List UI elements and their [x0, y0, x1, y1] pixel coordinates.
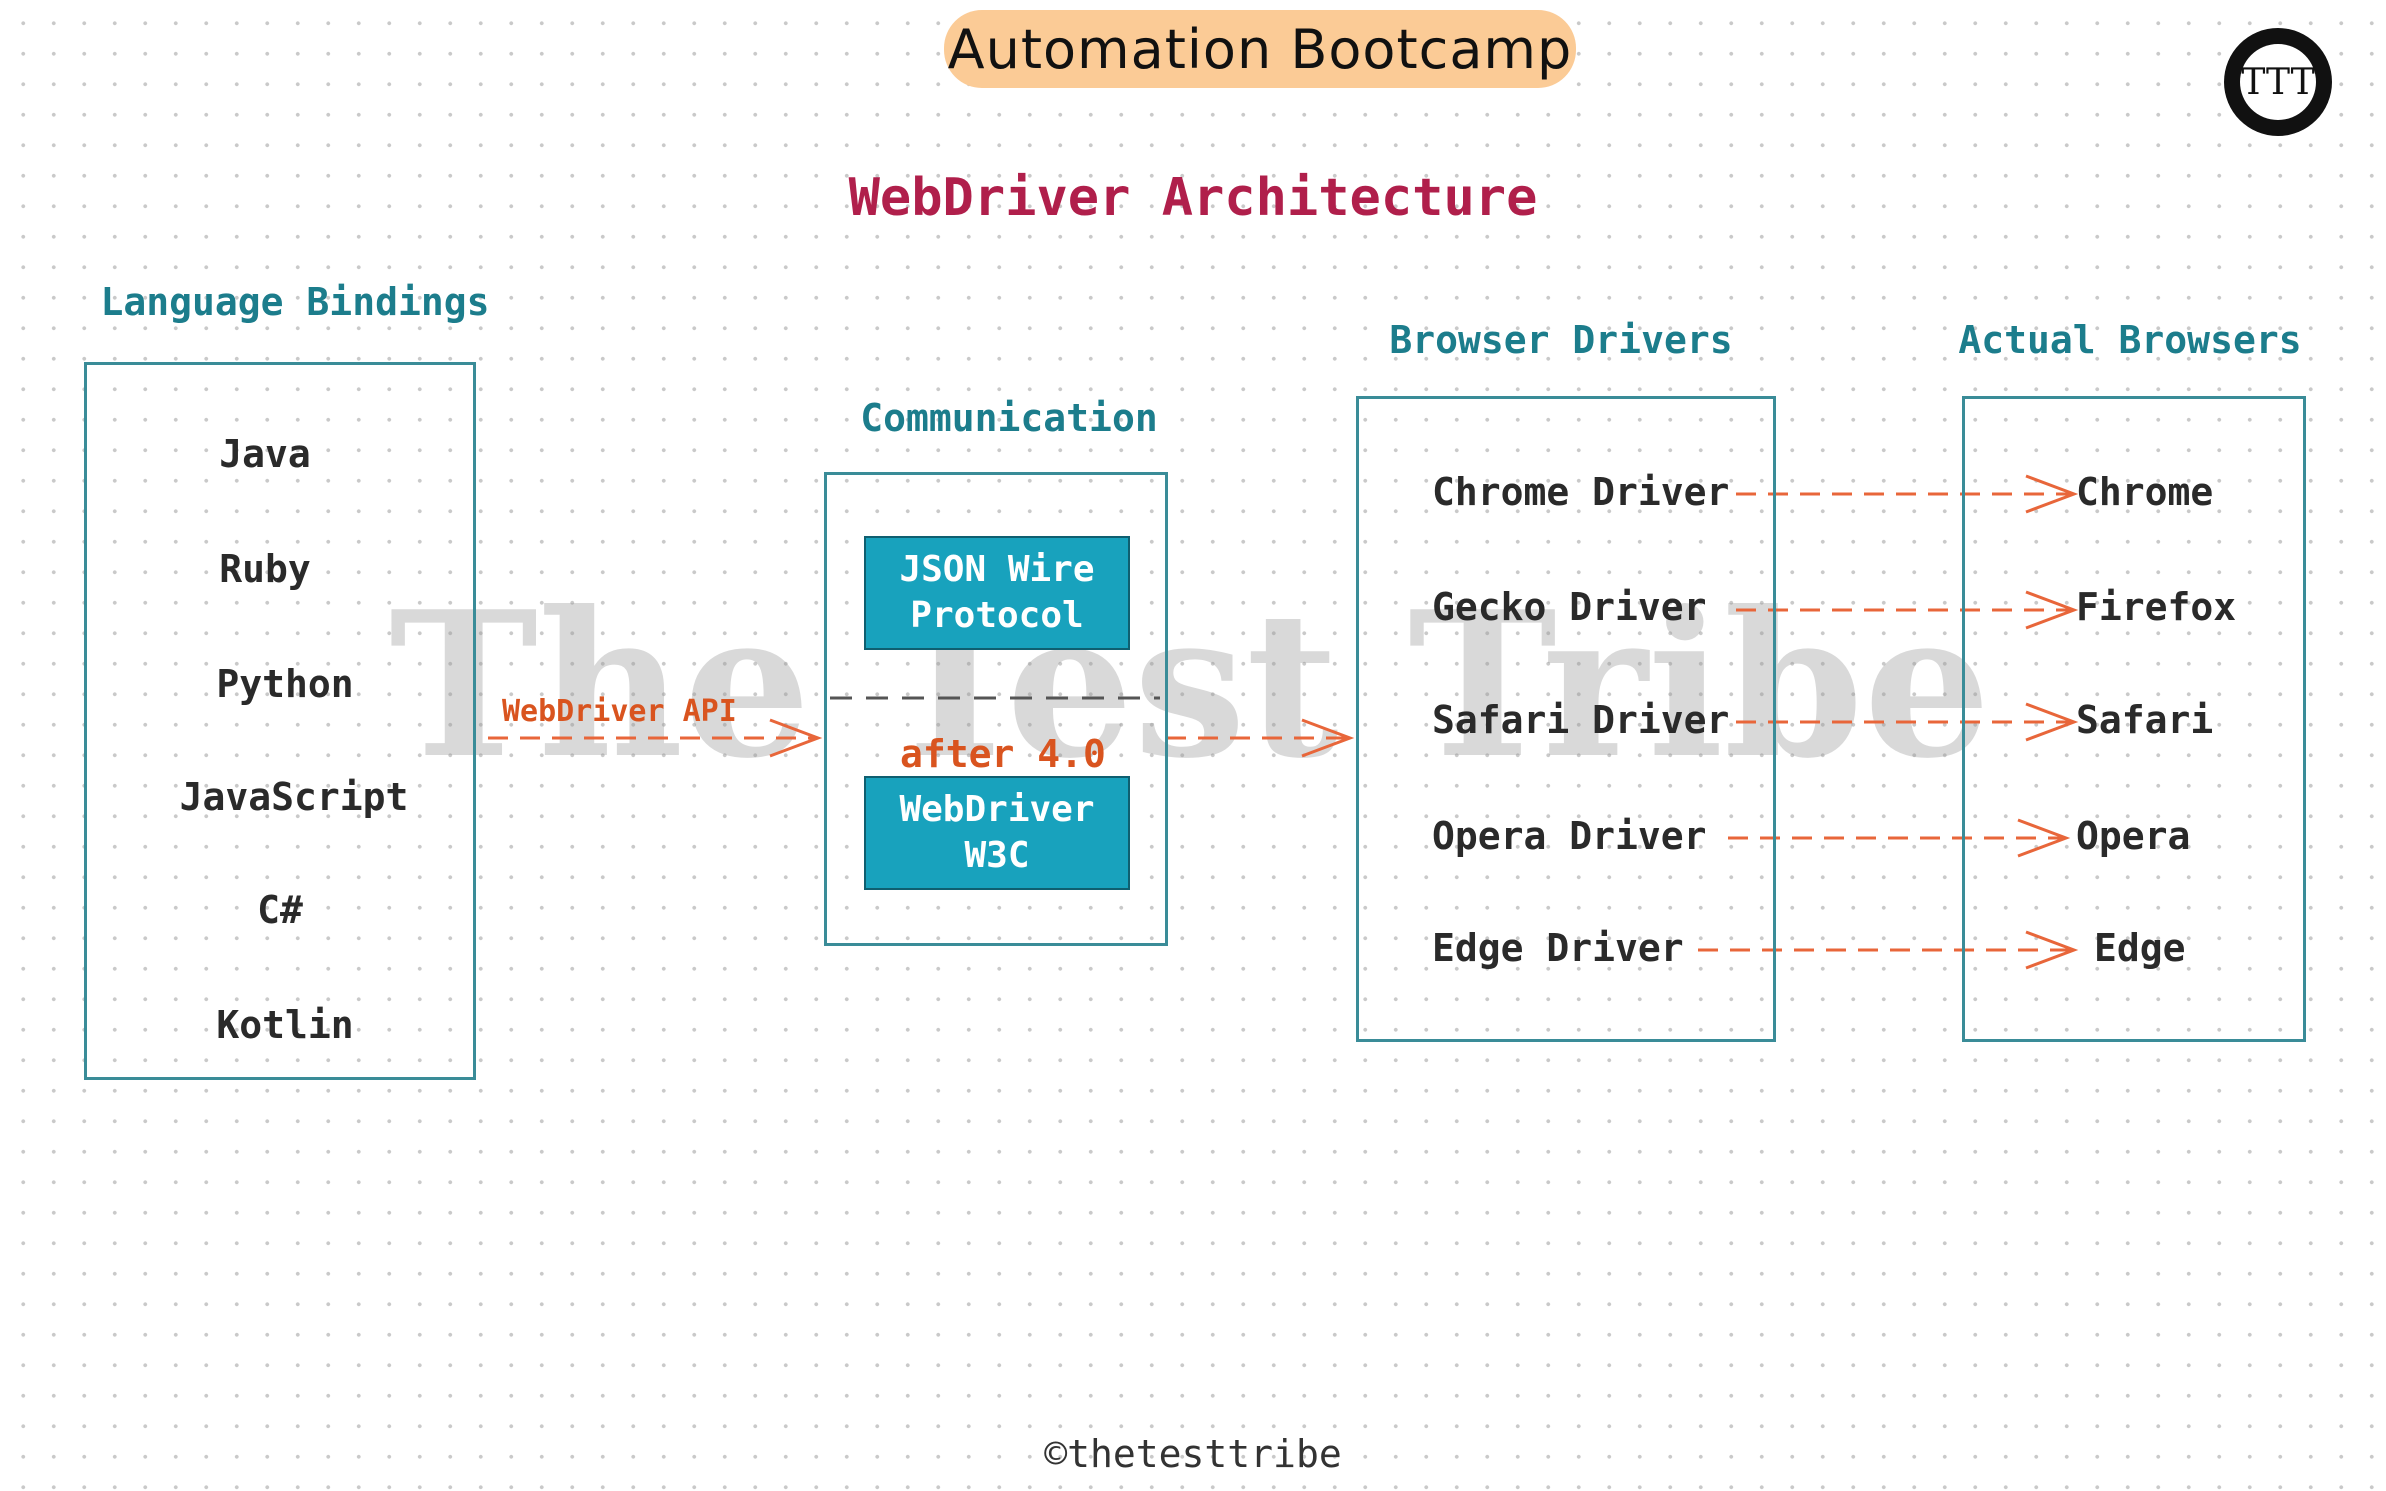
language-item: C#	[257, 888, 303, 932]
banner-highlight	[944, 10, 1576, 88]
edge-arrowhead	[2025, 930, 2079, 970]
language-item: Java	[219, 432, 311, 476]
firefox-arrowhead	[2025, 590, 2079, 630]
language-bindings-heading: Language Bindings	[100, 280, 490, 324]
brand-logo: TTT	[2224, 28, 2332, 136]
opera-arrowhead	[2017, 818, 2071, 858]
driver-item: Safari Driver	[1432, 698, 1730, 742]
browser-drivers-heading: Browser Drivers	[1389, 318, 1733, 362]
browser-drivers-box	[1356, 396, 1776, 1042]
browser-item: Opera	[2076, 814, 2191, 858]
safari-arrowhead	[2025, 702, 2079, 742]
copyright-footer: ©thetesttribe	[1044, 1432, 1342, 1476]
banner-title: Automation Bootcamp	[947, 17, 1573, 81]
webdriver-w3c-box: WebDriver W3C	[864, 776, 1130, 890]
communication-heading: Communication	[860, 396, 1158, 440]
webdriver-api-arrowhead	[769, 718, 823, 758]
browser-item: Firefox	[2076, 585, 2237, 629]
json-wire-protocol-box: JSON Wire Protocol	[864, 536, 1130, 650]
actual-browsers-box	[1962, 396, 2306, 1042]
webdriver-api-label: WebDriver API	[502, 694, 737, 729]
driver-item: Edge Driver	[1432, 926, 1684, 970]
driver-browser-arrows	[1698, 474, 2079, 970]
after-version-label: after 4.0	[900, 732, 1106, 776]
driver-item: Chrome Driver	[1432, 470, 1730, 514]
communication-box	[824, 472, 1168, 946]
diagram-title: WebDriver Architecture	[848, 168, 1538, 228]
actual-browsers-heading: Actual Browsers	[1958, 318, 2302, 362]
driver-item: Gecko Driver	[1432, 585, 1707, 629]
chrome-arrowhead	[2025, 474, 2079, 514]
logo-initials: TTT	[2240, 44, 2316, 120]
browser-item: Edge	[2094, 926, 2186, 970]
driver-item: Opera Driver	[1432, 814, 1707, 858]
browser-item: Chrome	[2076, 470, 2214, 514]
watermark-text: The Test Tribe	[389, 568, 1991, 803]
language-item: Ruby	[219, 547, 311, 591]
language-bindings-box	[84, 362, 476, 1080]
communication-arrowhead	[1301, 718, 1355, 758]
language-item: Kotlin	[216, 1003, 354, 1047]
language-item: JavaScript	[179, 775, 409, 819]
language-item: Python	[216, 662, 354, 706]
browser-item: Safari	[2076, 698, 2214, 742]
